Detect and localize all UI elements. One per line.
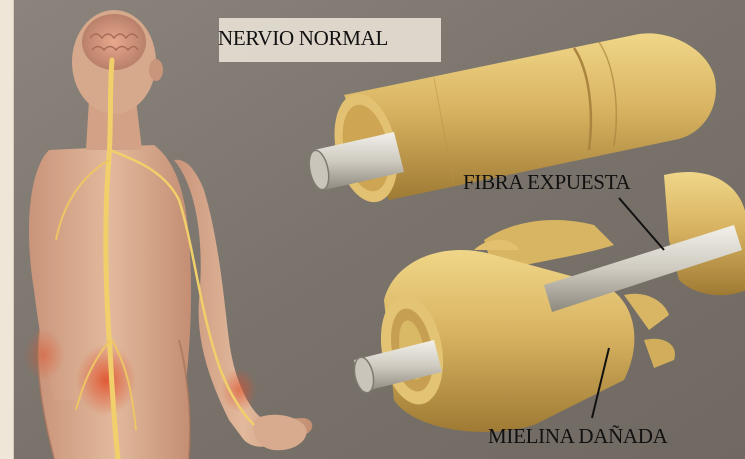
exposed-fiber-label: FIBRA EXPUESTA (463, 170, 630, 195)
normal-nerve-label: NERVIO NORMAL (218, 26, 388, 51)
nerve-illustration (13, 0, 745, 459)
illustration-svg (14, 0, 745, 459)
damaged-myelin-label: MIELINA DAÑADA (488, 424, 668, 449)
